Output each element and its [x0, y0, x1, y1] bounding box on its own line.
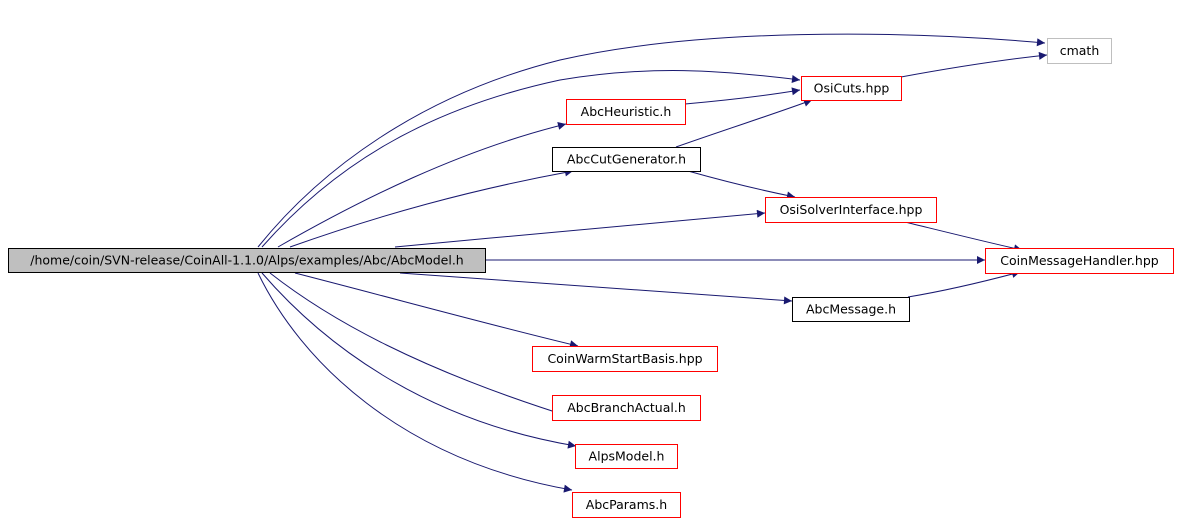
edge-root-to-abcmessage [399, 272, 793, 305]
node-box [572, 492, 681, 518]
node-label: AbcCutGenerator.h [567, 152, 686, 167]
edge-root-to-cmath [257, 33, 1046, 248]
node-box [552, 395, 701, 421]
node-box [801, 76, 902, 101]
node-osisolver[interactable]: OsiSolverInterface.hpp [765, 197, 937, 223]
edge-osicuts-to-cmath [900, 51, 1048, 78]
node-label: OsiCuts.hpp [814, 81, 890, 96]
edge-abccutgen-to-osicuts [675, 99, 813, 148]
node-coinwarm[interactable]: CoinWarmStartBasis.hpp [532, 346, 718, 372]
node-label: cmath [1060, 43, 1100, 58]
node-osicuts[interactable]: OsiCuts.hpp [801, 76, 902, 101]
edge-abccutgen-to-osisolver [687, 170, 796, 200]
node-label: /home/coin/SVN-release/CoinAll-1.1.0/Alp… [30, 253, 463, 268]
edge-root-to-alpsmodel [261, 272, 577, 449]
node-coinmsg[interactable]: CoinMessageHandler.hpp [985, 248, 1174, 274]
node-label: CoinWarmStartBasis.hpp [547, 351, 702, 366]
node-label: AbcMessage.h [806, 302, 896, 317]
nodes-layer: /home/coin/SVN-release/CoinAll-1.1.0/Alp… [8, 38, 1174, 518]
node-abcbranch[interactable]: AbcBranchActual.h [552, 395, 701, 421]
node-box [1047, 38, 1112, 64]
edge-root-to-abcparams [257, 272, 573, 493]
edge-root-to-coinwarm [294, 272, 579, 349]
edges-layer [257, 33, 1048, 493]
node-alpsmodel[interactable]: AlpsModel.h [575, 444, 678, 469]
edge-osisolver-to-coinmsg [904, 221, 1023, 253]
node-box [765, 197, 937, 223]
edge-abcmessage-to-coinmsg [907, 270, 1021, 298]
edge-root-to-abccutgen [289, 168, 574, 248]
node-abccutgen[interactable]: AbcCutGenerator.h [552, 147, 701, 172]
node-box [566, 99, 686, 125]
node-label: AlpsModel.h [589, 449, 665, 464]
node-abcparams[interactable]: AbcParams.h [572, 492, 681, 518]
node-label: OsiSolverInterface.hpp [780, 202, 923, 217]
node-box [985, 248, 1174, 274]
node-label: AbcBranchActual.h [567, 400, 686, 415]
node-box [532, 346, 718, 372]
edge-root-to-abcbranch [269, 272, 575, 420]
node-cmath[interactable]: cmath [1047, 38, 1112, 64]
node-abcheuristic[interactable]: AbcHeuristic.h [566, 99, 686, 125]
node-box [552, 147, 701, 172]
node-abcmessage[interactable]: AbcMessage.h [792, 297, 910, 322]
edge-root-to-osicuts [261, 70, 801, 248]
node-box [8, 248, 486, 273]
edge-root-to-abcheuristic [277, 122, 567, 248]
edge-abcheuristic-to-osicuts [684, 87, 801, 105]
node-root: /home/coin/SVN-release/CoinAll-1.1.0/Alp… [8, 248, 486, 273]
node-box [575, 444, 678, 469]
node-label: AbcHeuristic.h [581, 104, 672, 119]
node-box [792, 297, 910, 322]
node-label: AbcParams.h [586, 497, 667, 512]
edge-root-to-osisolver [394, 209, 766, 248]
node-label: CoinMessageHandler.hpp [1000, 253, 1158, 268]
